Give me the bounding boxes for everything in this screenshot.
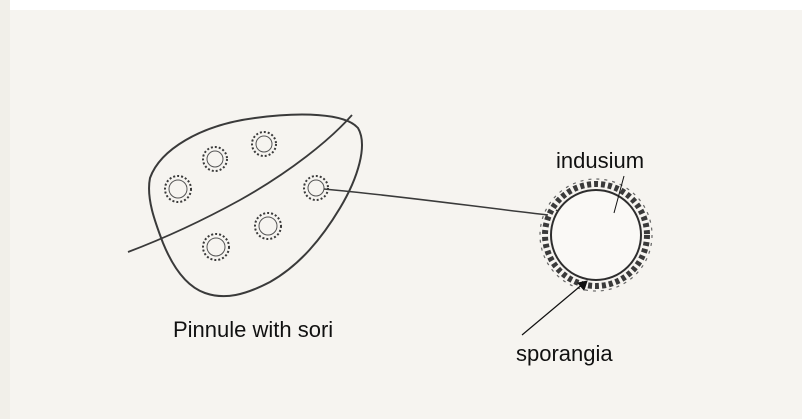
sorus-inner [259, 217, 277, 235]
sorus-inner [308, 180, 324, 196]
sorus-inner [169, 180, 187, 198]
connector-line [324, 189, 548, 215]
pinnule-midrib [128, 115, 352, 252]
label-sporangia: sporangia [516, 341, 613, 367]
label-pinnule-with-sori: Pinnule with sori [173, 317, 333, 343]
sporangia-pointer [522, 283, 584, 335]
label-indusium: indusium [556, 148, 644, 174]
sorus-inner [256, 136, 272, 152]
indusium-circle [551, 190, 641, 280]
pinnule-outline [149, 115, 362, 297]
sorus-inner [207, 151, 223, 167]
sorus-inner [207, 238, 225, 256]
